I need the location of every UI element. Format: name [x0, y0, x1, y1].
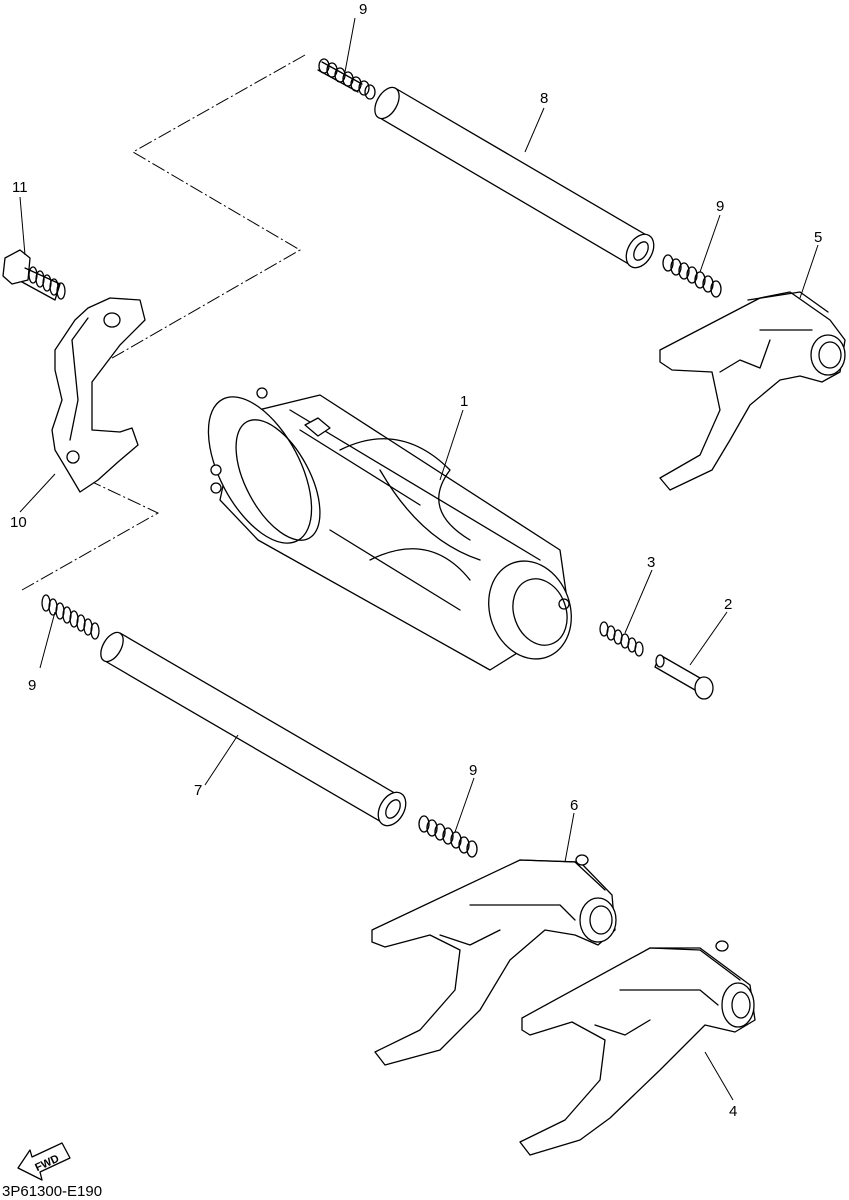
forward-direction-badge: FWD: [17, 1142, 71, 1181]
shaft-8: [374, 86, 655, 269]
pin-2: [654, 654, 714, 700]
guide-lines: [21, 54, 306, 591]
part-label-2: 2: [724, 596, 732, 613]
spring-9-right: [662, 254, 722, 298]
part-label-11: 11: [12, 179, 28, 196]
part-label-9-top: 9: [359, 1, 367, 18]
plate-10: [51, 297, 146, 493]
part-label-3: 3: [647, 554, 655, 571]
part-label-4: 4: [729, 1103, 737, 1120]
shift-fork-4: [519, 940, 756, 1156]
shift-fork-5: [659, 291, 846, 491]
part-label-5: 5: [814, 229, 822, 246]
part-label-9-bottom: 9: [469, 762, 477, 779]
part-label-7: 7: [194, 782, 202, 799]
bolt-11: [2, 249, 66, 301]
part-label-6: 6: [570, 797, 578, 814]
spring-3: [599, 621, 644, 657]
part-label-9-left: 9: [28, 677, 36, 694]
shift-fork-6: [371, 854, 617, 1066]
part-label-9-right: 9: [716, 198, 724, 215]
spring-9-bottom: [418, 815, 478, 858]
spring-9-left: [41, 594, 100, 640]
part-labels: 9 8 9 5 11 1 10 3 2 9 7 9 6 4: [10, 1, 822, 1120]
part-label-10: 10: [10, 514, 27, 531]
shift-drum-1: [207, 387, 572, 671]
spring-9-top: [317, 58, 376, 100]
part-label-1: 1: [460, 393, 468, 410]
part-label-8: 8: [540, 90, 548, 107]
shaft-7: [100, 631, 407, 827]
catalog-code: 3P61300-E190: [2, 1183, 102, 1200]
leader-lines: [19, 17, 819, 1101]
